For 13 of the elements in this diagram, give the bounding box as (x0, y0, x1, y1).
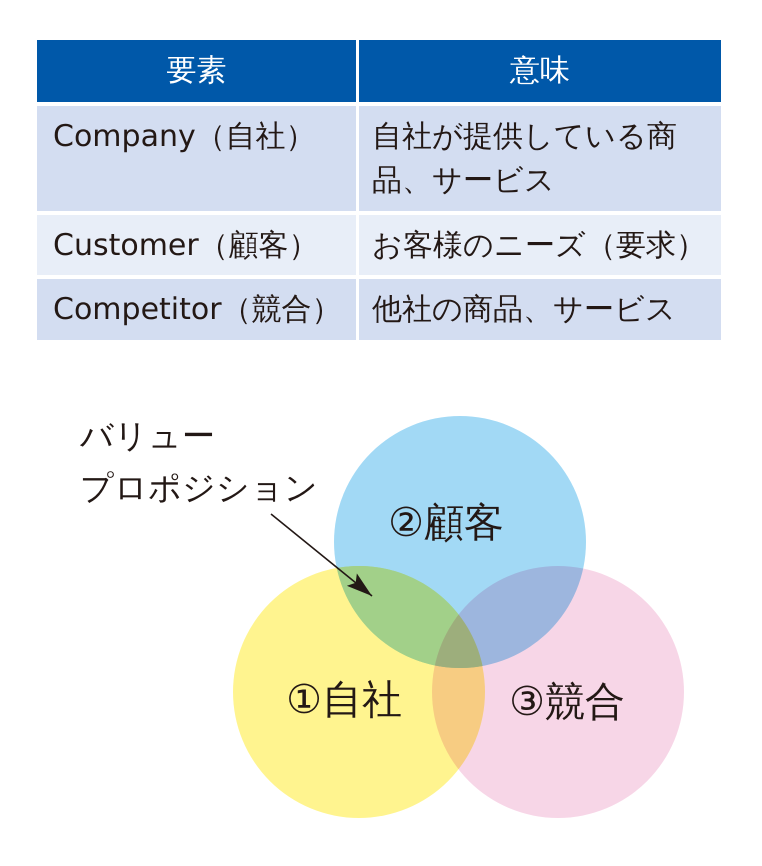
header-cell: 要素 (37, 40, 356, 102)
set-label: ③競合 (509, 678, 625, 726)
table-cell: Company（自社） (37, 106, 356, 211)
set-label: ②顧客 (388, 499, 504, 547)
leader-arrow (270, 513, 372, 597)
table-cell: 他社の商品、サービス (359, 279, 721, 340)
table-cell: Competitor（競合） (37, 279, 356, 340)
table-cell: お客様のニーズ（要求） (359, 215, 721, 275)
set-label: ①自社 (286, 676, 402, 724)
callout-text: バリュープロポジション (80, 410, 330, 514)
header-cell: 意味 (359, 40, 721, 102)
table-cell: 自社が提供している商品、サービス (359, 106, 721, 211)
table-cell: Customer（顧客） (37, 215, 356, 275)
